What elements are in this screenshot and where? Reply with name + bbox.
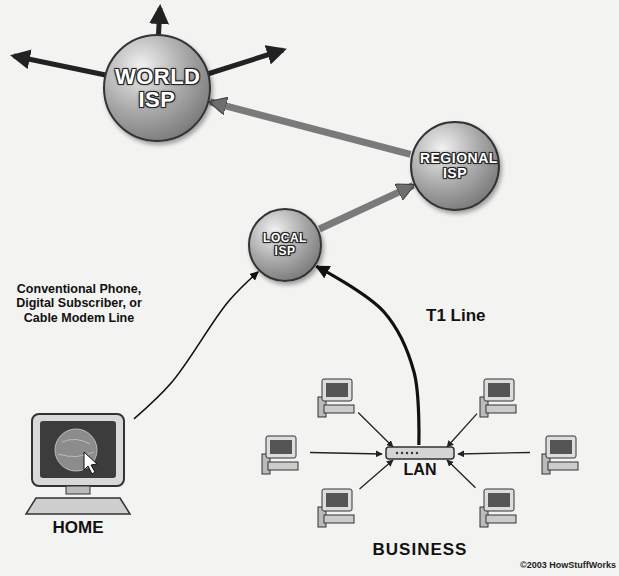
group-label: BUSINESS [350, 540, 490, 560]
node-label: LOCAL ISP [256, 232, 314, 257]
node-label: HOME [22, 518, 134, 538]
lan-cable [447, 414, 477, 447]
lan-cable [310, 453, 382, 454]
desktop-computer [480, 489, 516, 527]
desktop-computer [542, 436, 578, 474]
lan-cable [458, 453, 530, 454]
isp-circle: REGIONAL ISP [410, 121, 500, 211]
lan-cable [447, 460, 476, 488]
desktop-computer [318, 379, 354, 417]
lan-cable [360, 460, 393, 489]
business-computers [262, 379, 578, 527]
edge-label: T1 Line [426, 306, 486, 326]
copyright-note: ©2003 HowStuffWorks [500, 560, 616, 570]
connector [134, 272, 258, 419]
connector [319, 185, 413, 229]
router-illustration [385, 445, 455, 461]
lan-router: LAN [385, 445, 455, 479]
isp-circle: LOCAL ISP [248, 208, 322, 282]
node-label: LAN [385, 461, 455, 479]
connector [210, 102, 410, 154]
desktop-computer [318, 489, 354, 527]
isp-circle: WORLD ISP [103, 34, 211, 142]
connector [316, 266, 419, 445]
node-label: WORLD ISP [115, 65, 199, 111]
edge-label: Conventional Phone, Digital Subscriber, … [4, 282, 154, 325]
node-label: REGIONAL ISP [420, 151, 490, 180]
home-computer: HOME [22, 408, 134, 538]
monitor-illustration [22, 408, 134, 518]
lan-cable [358, 413, 393, 447]
desktop-computer [480, 379, 516, 417]
desktop-computer [262, 436, 298, 474]
